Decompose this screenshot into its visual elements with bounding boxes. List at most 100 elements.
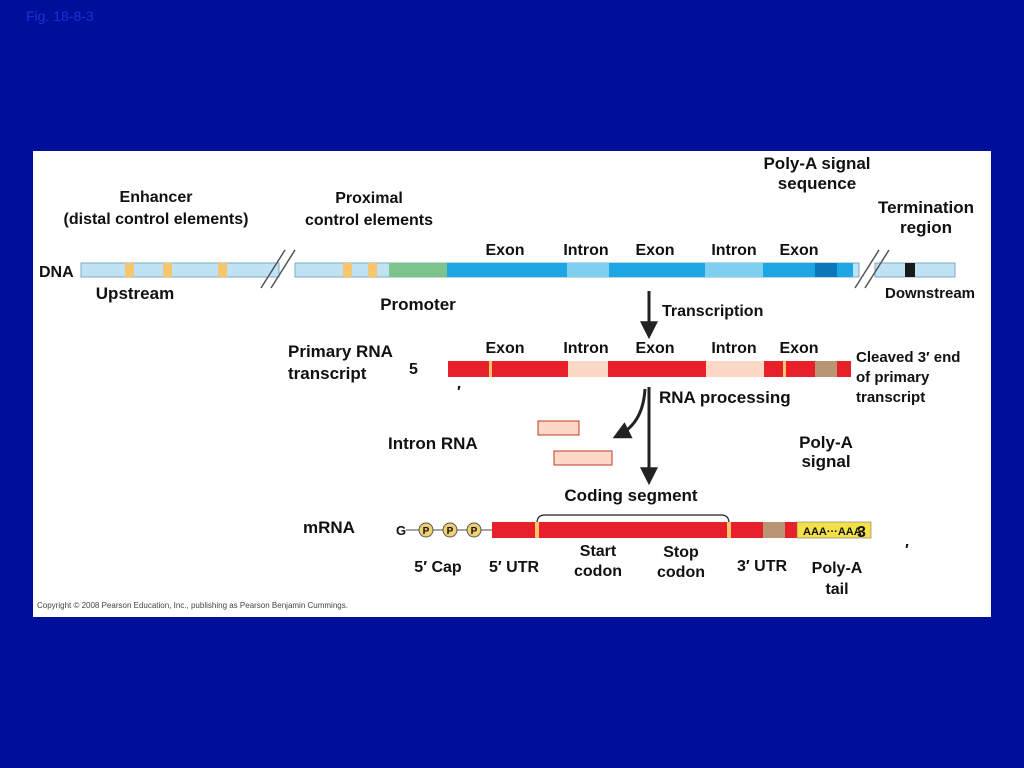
primary-intron xyxy=(706,361,764,377)
excised-intron xyxy=(553,450,613,466)
upstream-label: Upstream xyxy=(96,284,174,303)
dna-break-mark xyxy=(854,249,890,289)
rna-processing-label: RNA processing xyxy=(659,388,791,407)
cap-phosphate xyxy=(466,522,482,538)
proximal-control-element xyxy=(368,263,377,277)
cap-phosphate-label: P xyxy=(423,526,430,537)
primary-intron xyxy=(568,361,608,377)
cap-phosphate xyxy=(442,522,458,538)
primary-segment-label: Intron xyxy=(563,340,608,357)
poly-a-tail-sub-label: tail xyxy=(825,581,848,598)
cap-phosphate-label: P xyxy=(447,526,454,537)
primary-segment-label: Intron xyxy=(711,340,756,357)
dna-segment-label: Intron xyxy=(711,242,756,259)
mrna-utr3-end xyxy=(785,522,797,538)
gene-expression-diagram-panel: DNA Upstream Downstream Enhancer (distal… xyxy=(33,151,991,617)
mrna-utr5 xyxy=(492,522,537,538)
mrna-poly-a-signal xyxy=(763,522,785,538)
termination-sub-label: region xyxy=(900,218,952,237)
start-codon-label: Start xyxy=(580,543,617,560)
primary-exon xyxy=(448,361,568,377)
primary-segment-label: Exon xyxy=(635,340,674,357)
primary-stop-marker xyxy=(783,361,786,377)
poly-a-signal-sequence xyxy=(815,263,837,277)
five-prime-cap: G P P P xyxy=(396,522,492,538)
mrna-coding-region xyxy=(537,522,729,538)
mrna-utr3 xyxy=(731,522,763,538)
dna-intron xyxy=(705,263,763,277)
mrna-stop-codon xyxy=(727,522,731,538)
termination-label: Termination xyxy=(878,198,974,217)
primary-five-prime-mark: ′ xyxy=(457,384,461,401)
primary-poly-a-signal xyxy=(815,361,837,377)
enhancer-label: Enhancer xyxy=(120,189,193,206)
primary-segment-label: Exon xyxy=(485,340,524,357)
poly-a-tail xyxy=(796,521,872,539)
start-codon-sub-label: codon xyxy=(574,563,622,580)
proximal-label: Proximal xyxy=(335,190,403,207)
primary-segment-label: Exon xyxy=(779,340,818,357)
primary-five-prime-label: 5 xyxy=(409,361,418,378)
gene-expression-diagram: DNA Upstream Downstream Enhancer (distal… xyxy=(37,154,975,610)
dna-exon xyxy=(837,263,853,277)
poly-a-signal-sequence-sub-label: sequence xyxy=(778,174,856,193)
cleaved-end-sub-label: of primary xyxy=(856,369,930,386)
utr3-label: 3′ UTR xyxy=(737,558,788,575)
primary-rna-transcript xyxy=(448,361,851,377)
poly-a-signal-sequence-label: Poly-A signal xyxy=(763,154,870,173)
primary-transcript-sub-label: transcript xyxy=(288,364,367,383)
dna-segment-label: Exon xyxy=(635,242,674,259)
cap-label: 5′ Cap xyxy=(414,559,462,576)
cleaved-end-sub-label-2: transcript xyxy=(856,389,925,406)
intron-removal-arrow xyxy=(612,388,647,439)
primary-cleaved-end xyxy=(837,361,851,377)
cap-phosphate xyxy=(418,522,434,538)
stop-codon-sub-label: codon xyxy=(657,564,705,581)
dna-exon xyxy=(763,263,815,277)
enhancer-element xyxy=(218,263,227,277)
downstream-label: Downstream xyxy=(885,285,975,302)
mrna-three-prime-label: 3 xyxy=(857,524,866,541)
dna-intron xyxy=(567,263,609,277)
promoter-region xyxy=(389,263,447,277)
termination-region-band xyxy=(905,263,915,277)
poly-a-signal-label: Poly-A xyxy=(799,433,853,452)
mrna-three-prime-mark: ′ xyxy=(905,542,909,559)
mrna-label: mRNA xyxy=(303,518,355,537)
poly-a-signal-sub-label: signal xyxy=(801,452,850,471)
poly-a-tail-label: Poly-A xyxy=(812,560,863,577)
cleaved-end-label: Cleaved 3′ end xyxy=(856,349,960,366)
cap-guanine-label: G xyxy=(396,523,406,538)
dna-strand xyxy=(80,249,956,289)
poly-a-tail-text: AAA···AAA xyxy=(803,526,862,538)
primary-exon xyxy=(608,361,706,377)
dna-segment-label: Exon xyxy=(779,242,818,259)
transcription-label: Transcription xyxy=(662,303,763,320)
dna-segment-label: Intron xyxy=(563,242,608,259)
dna-exon xyxy=(447,263,567,277)
stop-codon-label: Stop xyxy=(663,544,699,561)
copyright-notice: Copyright © 2008 Pearson Education, Inc.… xyxy=(37,601,348,610)
coding-segment-bracket xyxy=(536,514,730,524)
dna-label: DNA xyxy=(39,264,74,281)
dna-break-mark xyxy=(260,249,296,289)
primary-start-marker xyxy=(489,361,492,377)
mrna-start-codon xyxy=(535,522,539,538)
mature-mrna: AAA···AAA xyxy=(492,521,872,539)
enhancer-element xyxy=(125,263,134,277)
promoter-label: Promoter xyxy=(380,295,456,314)
dna-exon xyxy=(609,263,705,277)
primary-transcript-label: Primary RNA xyxy=(288,342,393,361)
enhancer-element xyxy=(163,263,172,277)
proximal-sub-label: control elements xyxy=(305,212,433,229)
intron-rna-label: Intron RNA xyxy=(388,434,478,453)
excised-intron xyxy=(537,420,580,436)
dna-segment-label: Exon xyxy=(485,242,524,259)
proximal-control-element xyxy=(343,263,352,277)
primary-exon xyxy=(764,361,815,377)
coding-segment-label: Coding segment xyxy=(564,486,698,505)
figure-label: Fig. 18-8-3 xyxy=(26,8,94,24)
enhancer-sub-label: (distal control elements) xyxy=(64,211,249,228)
utr5-label: 5′ UTR xyxy=(489,559,540,576)
cap-phosphate-label: P xyxy=(471,526,478,537)
